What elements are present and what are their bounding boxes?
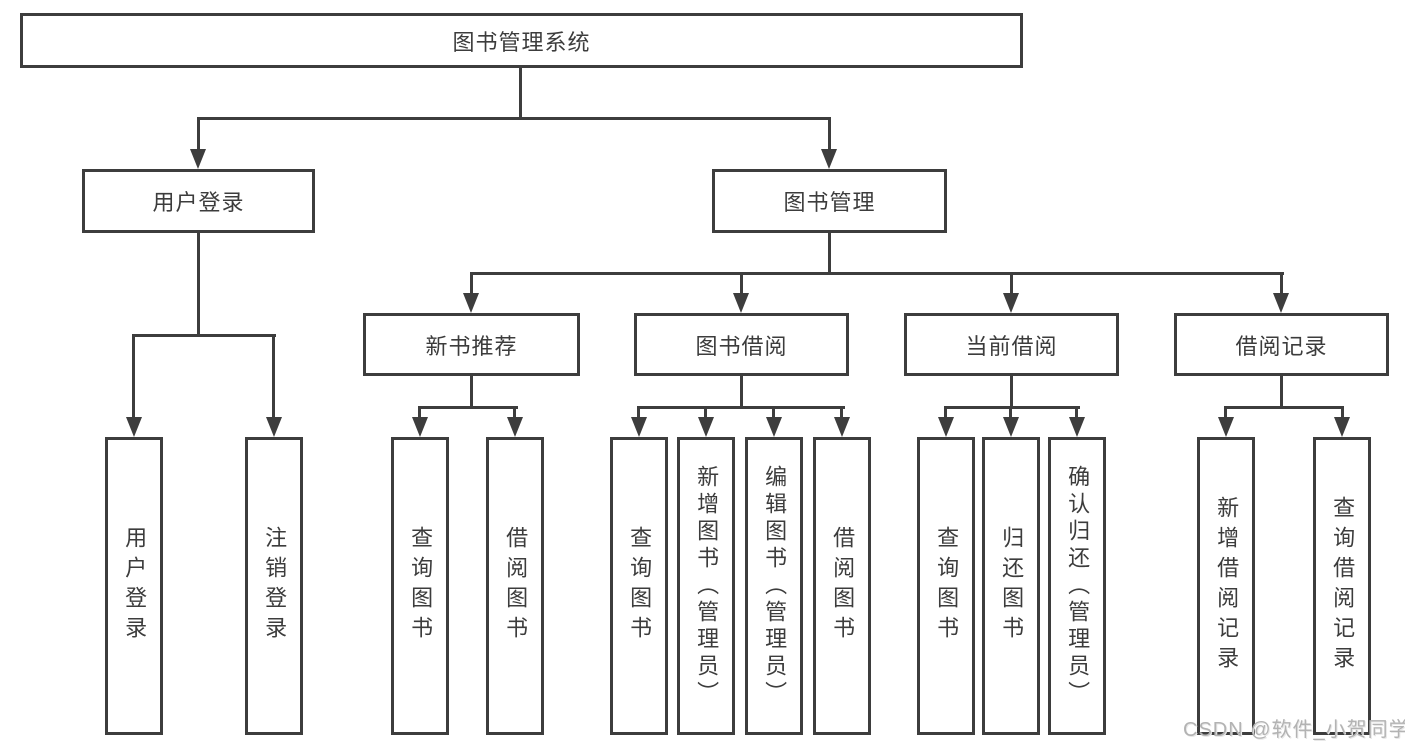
connector-line	[132, 334, 135, 420]
connector-line	[197, 117, 831, 120]
leaf-confirm-return-admin: 确认归还（管理员）	[1048, 437, 1106, 735]
leaf-return-books: 归还图书	[982, 437, 1040, 735]
connector-line	[197, 233, 200, 337]
node-book-borrow: 图书借阅	[634, 313, 849, 376]
arrowhead-icon	[631, 417, 647, 437]
leaf-label: 用户登录	[122, 526, 148, 646]
leaf-label: 查询图书	[934, 526, 960, 646]
arrowhead-icon	[938, 417, 954, 437]
connector-line	[470, 376, 473, 409]
arrowhead-icon	[126, 417, 142, 437]
connector-line	[1280, 376, 1283, 409]
leaf-query-books-borrow: 查询图书	[610, 437, 668, 735]
connector-line	[704, 406, 707, 420]
node-label: 图书管理	[783, 190, 876, 215]
arrowhead-icon	[507, 417, 523, 437]
leaf-label: 注销登录	[262, 526, 288, 646]
leaf-borrow-books-recommend: 借阅图书	[486, 437, 544, 735]
node-new-book-recommend: 新书推荐	[363, 313, 580, 376]
connector-line	[740, 272, 743, 296]
leaf-label: 借阅图书	[830, 526, 856, 646]
arrowhead-icon	[463, 293, 479, 313]
arrowhead-icon	[733, 293, 749, 313]
connector-line	[418, 406, 421, 420]
leaf-label: 新增借阅记录	[1214, 496, 1240, 676]
connector-line	[840, 406, 843, 420]
arrowhead-icon	[1218, 417, 1234, 437]
connector-line	[828, 117, 831, 153]
connector-line	[470, 272, 473, 296]
connector-line	[519, 68, 522, 118]
node-current-borrow: 当前借阅	[904, 313, 1119, 376]
leaf-label: 归还图书	[999, 526, 1025, 646]
connector-line	[944, 406, 1080, 409]
connector-line	[944, 406, 947, 420]
node-label: 图书借阅	[695, 333, 788, 359]
connector-line	[513, 406, 516, 420]
connector-line	[772, 406, 775, 420]
connector-line	[637, 406, 845, 409]
arrowhead-icon	[1273, 293, 1289, 313]
connector-line	[197, 117, 200, 153]
connector-line	[1280, 272, 1283, 296]
leaf-query-borrow-record: 查询借阅记录	[1313, 437, 1371, 735]
arrowhead-icon	[1334, 417, 1350, 437]
leaf-user-login: 用户登录	[105, 437, 163, 735]
node-label: 用户登录	[152, 190, 245, 215]
arrowhead-icon	[412, 417, 428, 437]
leaf-label: 确认归还（管理员）	[1065, 464, 1091, 708]
arrowhead-icon	[834, 417, 850, 437]
leaf-label: 查询借阅记录	[1330, 496, 1356, 676]
leaf-label: 查询图书	[627, 526, 653, 646]
connector-line	[828, 233, 831, 275]
node-label: 新书推荐	[425, 333, 518, 359]
leaf-edit-books-admin: 编辑图书（管理员）	[745, 437, 803, 735]
node-user-login: 用户登录	[82, 169, 315, 233]
leaf-label: 借阅图书	[503, 526, 529, 646]
leaf-borrow-books: 借阅图书	[813, 437, 871, 735]
leaf-logout: 注销登录	[245, 437, 303, 735]
connector-line	[1075, 406, 1078, 420]
node-label: 图书管理系统	[452, 29, 591, 55]
connector-line	[272, 334, 275, 420]
leaf-add-books-admin: 新增图书（管理员）	[677, 437, 735, 735]
arrowhead-icon	[698, 417, 714, 437]
connector-line	[637, 406, 640, 420]
connector-line	[418, 406, 518, 409]
leaf-query-books-recommend: 查询图书	[391, 437, 449, 735]
node-library-system: 图书管理系统	[20, 13, 1023, 68]
arrowhead-icon	[766, 417, 782, 437]
connector-line	[1009, 406, 1012, 420]
connector-line	[1010, 272, 1013, 296]
connector-line	[740, 376, 743, 409]
connector-line	[1224, 406, 1227, 420]
leaf-label: 新增图书（管理员）	[694, 464, 720, 708]
node-label: 借阅记录	[1235, 333, 1328, 359]
leaf-label: 查询图书	[408, 526, 434, 646]
node-label: 当前借阅	[965, 333, 1058, 359]
node-book-management: 图书管理	[712, 169, 947, 233]
connector-line	[470, 272, 1284, 275]
arrowhead-icon	[266, 417, 282, 437]
arrowhead-icon	[821, 149, 837, 169]
connector-line	[1010, 376, 1013, 409]
leaf-query-books-current: 查询图书	[917, 437, 975, 735]
connector-line	[1341, 406, 1344, 420]
arrowhead-icon	[1003, 417, 1019, 437]
leaf-label: 编辑图书（管理员）	[762, 464, 788, 708]
connector-line	[1224, 406, 1344, 409]
csdn-watermark: CSDN @软件_小贺同学	[1183, 719, 1405, 741]
leaf-add-borrow-record: 新增借阅记录	[1197, 437, 1255, 735]
arrowhead-icon	[1003, 293, 1019, 313]
arrowhead-icon	[190, 149, 206, 169]
connector-line	[132, 334, 276, 337]
node-borrow-records: 借阅记录	[1174, 313, 1389, 376]
arrowhead-icon	[1069, 417, 1085, 437]
